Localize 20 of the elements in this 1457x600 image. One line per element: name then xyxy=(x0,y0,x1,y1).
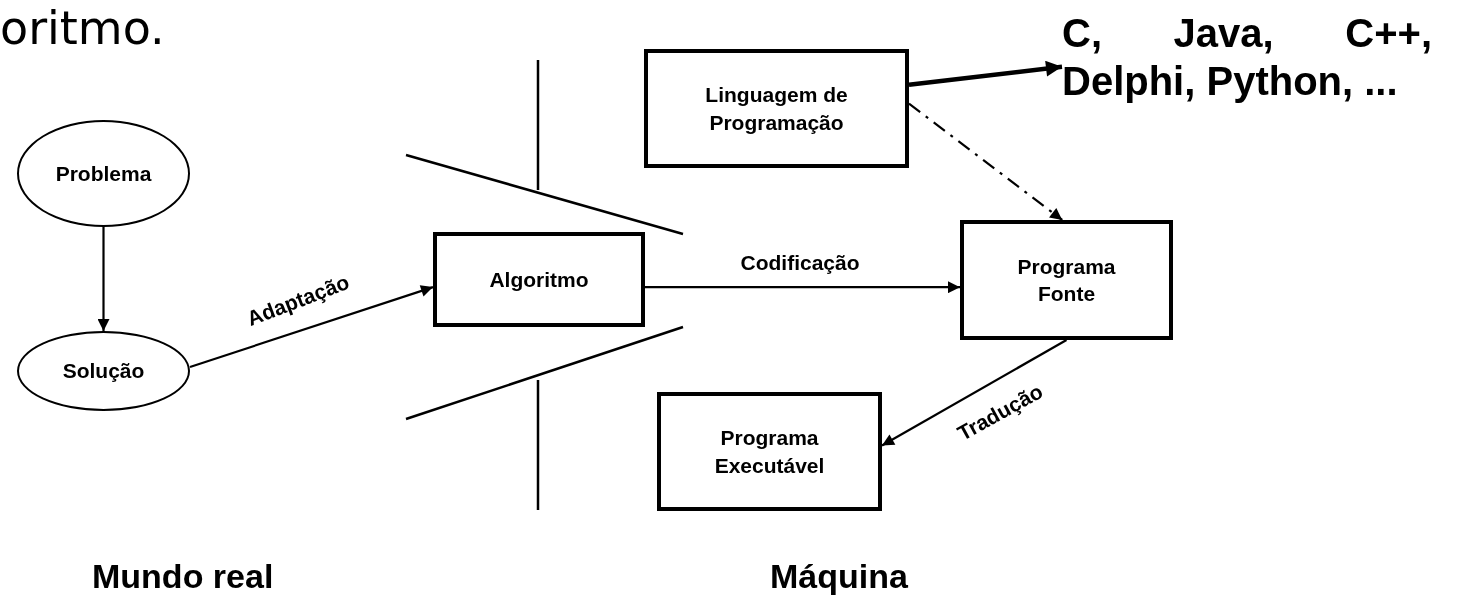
arrow xyxy=(645,281,960,294)
node-label: Algoritmo xyxy=(488,266,590,293)
arrow xyxy=(908,102,1063,221)
arrow xyxy=(189,285,434,369)
process-box xyxy=(657,392,882,511)
heading-fragment: oritmo. xyxy=(0,0,165,57)
language-list: C, Java, C++, Delphi, Python, ... xyxy=(1062,9,1432,105)
node-label: Problema xyxy=(54,160,153,187)
node-label: Linguagem de Programação xyxy=(704,82,849,136)
process-box xyxy=(644,49,909,168)
region-label: Mundo real xyxy=(92,556,274,597)
arrow xyxy=(908,60,1063,87)
arrow xyxy=(97,227,110,331)
node-label: Solução xyxy=(61,358,146,385)
arrow xyxy=(881,339,1068,447)
node-label: Programa Fonte xyxy=(1016,253,1117,307)
process-box xyxy=(960,220,1173,340)
process-box xyxy=(433,232,645,327)
region-label: Máquina xyxy=(770,556,908,597)
node-label: Programa Executável xyxy=(713,425,826,479)
